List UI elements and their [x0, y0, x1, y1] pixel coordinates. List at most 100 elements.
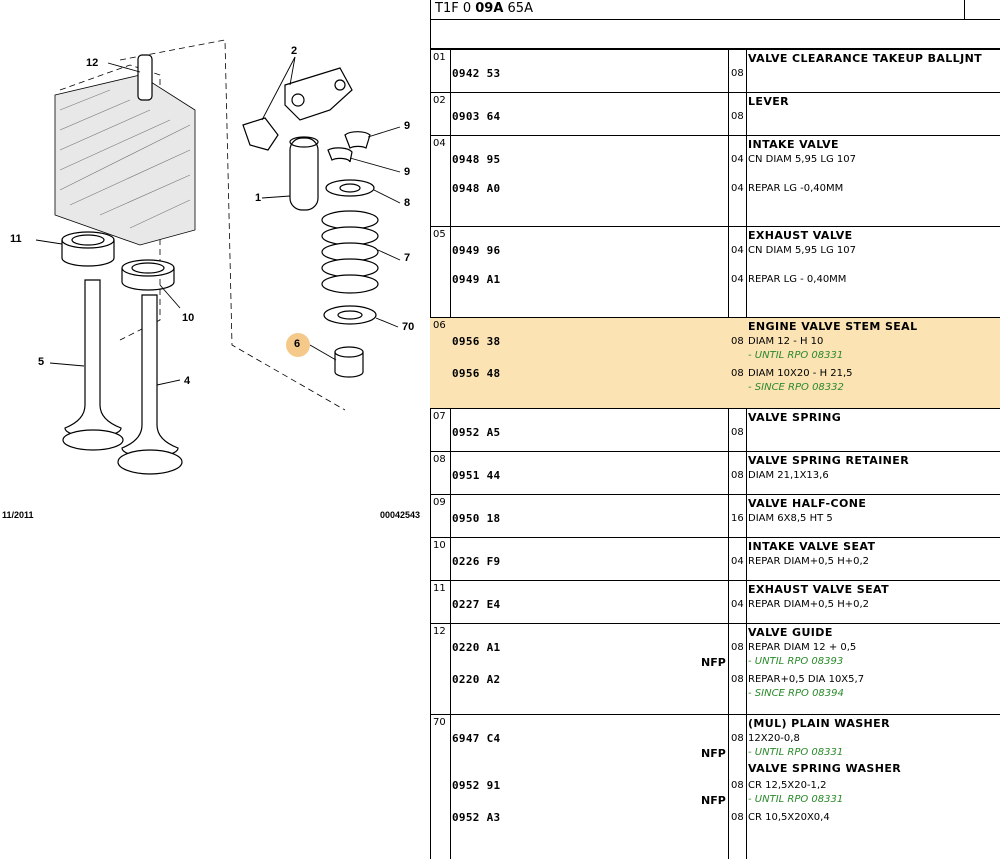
part-quantity: 04	[731, 599, 744, 610]
part-detail: REPAR LG -0,40MM	[748, 183, 844, 194]
part-reference[interactable]: 0948 95	[452, 153, 501, 166]
part-reference[interactable]: 6947 C4	[452, 732, 501, 745]
part-quantity: 04	[731, 183, 744, 194]
callout-7: 7	[404, 252, 411, 264]
header-separator	[964, 0, 965, 20]
part-detail: CN DIAM 5,95 LG 107	[748, 154, 856, 165]
group-number: 04	[433, 138, 446, 149]
part-reference[interactable]: 0942 53	[452, 67, 501, 80]
callout-8: 8	[404, 197, 411, 209]
part-reference[interactable]: 0226 F9	[452, 555, 501, 568]
part-quantity: 08	[731, 780, 744, 791]
exploded-diagram: 12 2 9 9 1 8 11 7 10 70 6 5 4 11/2011 00…	[0, 0, 430, 859]
part-detail: CR 12,5X20-1,2	[748, 780, 827, 791]
callout-12: 12	[86, 57, 99, 69]
group-number: 08	[433, 454, 446, 465]
part-description: INTAKE VALVE	[748, 138, 839, 151]
part-detail: DIAM 21,1X13,6	[748, 470, 829, 481]
callout-70: 70	[402, 321, 415, 333]
part-reference[interactable]: 0227 E4	[452, 598, 501, 611]
part-detail: DIAM 6X8,5 HT 5	[748, 513, 833, 524]
part-detail: REPAR DIAM+0,5 H+0,2	[748, 556, 870, 567]
part-description: INTAKE VALVE SEAT	[748, 540, 876, 553]
part-description: LEVER	[748, 95, 790, 108]
parts-group-12: 12 VALVE GUIDE 0220 A1 08 REPAR DIAM 12 + 0,…	[430, 623, 1000, 714]
code-bold: 09A	[475, 1, 504, 16]
part-reference[interactable]: 0956 38	[452, 335, 501, 348]
part-description: (MUL) PLAIN WASHER	[748, 717, 890, 730]
part-description: VALVE SPRING WASHER	[748, 762, 902, 775]
callout-5: 5	[38, 356, 45, 368]
grid-line	[728, 49, 729, 859]
part-quantity: 08	[731, 674, 744, 685]
part-description: VALVE SPRING	[748, 411, 842, 424]
group-number: 01	[433, 52, 446, 63]
part-reference[interactable]: 0950 18	[452, 512, 501, 525]
part-quantity: 08	[731, 812, 744, 823]
code-suffix: 65A	[503, 1, 533, 16]
part-detail: REPAR DIAM 12 + 0,5	[748, 642, 857, 653]
part-reference[interactable]: 0949 96	[452, 244, 501, 257]
part-reference[interactable]: 0951 44	[452, 469, 501, 482]
part-reference[interactable]: 0952 A5	[452, 426, 501, 439]
parts-group-10: 10 INTAKE VALVE SEAT 0226 F9 04 REPAR DIAM+0…	[430, 537, 1000, 580]
rpo-note: - UNTIL RPO 08331	[748, 747, 844, 758]
part-description: ENGINE VALVE STEM SEAL	[748, 320, 918, 333]
group-number: 12	[433, 626, 446, 637]
rpo-note: - UNTIL RPO 08331	[748, 794, 844, 805]
group-number: 06	[433, 320, 446, 331]
part-detail: REPAR DIAM+0,5 H+0,2	[748, 599, 870, 610]
nfp-flag: NFP	[701, 794, 726, 807]
part-quantity: 08	[731, 111, 744, 122]
rpo-note: - UNTIL RPO 08393	[748, 656, 844, 667]
nfp-flag: NFP	[701, 747, 726, 760]
part-description: VALVE HALF-CONE	[748, 497, 867, 510]
part-reference[interactable]: 0220 A2	[452, 673, 501, 686]
part-quantity: 08	[731, 642, 744, 653]
parts-table: T1F 0 09A 65A 01 VALVE CLEARANCE TAKEUP B…	[430, 0, 1000, 859]
callout-9b: 9	[404, 166, 411, 178]
group-number: 11	[433, 583, 446, 594]
callout-2: 2	[291, 45, 298, 57]
grid-line	[450, 49, 451, 859]
rpo-note: - UNTIL RPO 08331	[748, 350, 844, 361]
group-number: 05	[433, 229, 446, 240]
part-quantity: 04	[731, 274, 744, 285]
group-number: 09	[433, 497, 446, 508]
parts-group-04: 04 INTAKE VALVE 0948 95 04 CN DIAM 5,95 LG 1…	[430, 135, 1000, 226]
grid-line	[430, 49, 431, 859]
part-quantity: 04	[731, 245, 744, 256]
callout-6: 6	[294, 338, 301, 350]
part-quantity: 08	[731, 427, 744, 438]
part-reference[interactable]: 0952 91	[452, 779, 501, 792]
part-description: VALVE SPRING RETAINER	[748, 454, 910, 467]
part-quantity: 04	[731, 556, 744, 567]
part-description: VALVE CLEARANCE TAKEUP BALLJNT	[748, 52, 983, 65]
part-reference[interactable]: 0948 A0	[452, 182, 501, 195]
diagram-ref: 00042543	[380, 510, 421, 520]
rpo-note: - SINCE RPO 08332	[748, 382, 844, 393]
part-description: VALVE GUIDE	[748, 626, 833, 639]
part-detail: DIAM 10X20 - H 21,5	[748, 368, 853, 379]
group-number: 10	[433, 540, 446, 551]
part-detail: 12X20-0,8	[748, 733, 800, 744]
part-reference[interactable]: 0903 64	[452, 110, 501, 123]
part-reference[interactable]: 0952 A3	[452, 811, 501, 824]
callout-1: 1	[255, 192, 262, 204]
diagram-date: 11/2011	[2, 510, 34, 520]
part-reference[interactable]: 0949 A1	[452, 273, 501, 286]
part-reference[interactable]: 0220 A1	[452, 641, 501, 654]
nfp-flag: NFP	[701, 656, 726, 669]
page-code: T1F 0 09A 65A	[435, 1, 533, 16]
part-reference[interactable]: 0956 48	[452, 367, 501, 380]
table-subheader	[430, 20, 1000, 49]
group-number: 70	[433, 717, 446, 728]
